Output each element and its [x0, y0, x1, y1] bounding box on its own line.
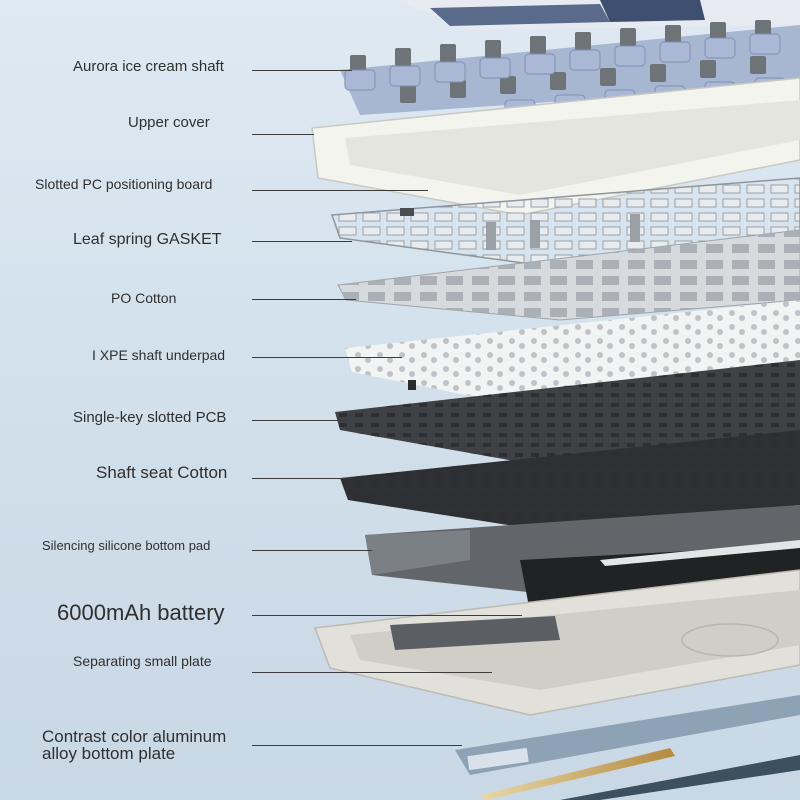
label-battery: 6000mAh battery — [57, 600, 225, 625]
leader-upper-cover — [252, 134, 314, 135]
leader-po-cotton — [252, 299, 356, 300]
seat-cotton-layer — [340, 430, 800, 530]
label-pcb: Single-key slotted PCB — [73, 409, 227, 426]
label-gasket: Leaf spring GASKET — [73, 231, 222, 248]
label-aluminum-line1: Contrast color aluminum — [42, 727, 227, 746]
keycaps-layer — [395, 0, 800, 30]
leader-pc-board — [252, 190, 428, 191]
leader-switch — [252, 70, 352, 71]
aluminum-plate-layer — [455, 695, 800, 800]
gasket-layer — [400, 208, 640, 250]
leader-aluminum — [252, 745, 462, 746]
label-seat-cotton: Shaft seat Cotton — [96, 463, 228, 482]
label-upper-cover: Upper cover — [128, 114, 210, 131]
leader-silicone — [252, 550, 372, 551]
label-switch: Aurora ice cream shaft — [73, 58, 224, 75]
label-pc-board: Slotted PC positioning board — [35, 176, 213, 192]
label-ixpe: I XPE shaft underpad — [92, 347, 226, 363]
leader-pcb — [252, 420, 347, 421]
leader-gasket — [252, 241, 352, 242]
leader-small-plate — [252, 672, 492, 673]
label-silicone: Silencing silicone bottom pad — [42, 538, 211, 553]
label-aluminum-line2: alloy bottom plate — [42, 744, 176, 763]
leader-ixpe — [252, 357, 402, 358]
label-po-cotton: PO Cotton — [111, 290, 177, 306]
leader-seat-cotton — [252, 478, 352, 479]
label-small-plate: Separating small plate — [73, 653, 212, 669]
upper-cover-layer — [311, 77, 800, 216]
bottom-case-layer — [313, 569, 800, 716]
plate-layer — [337, 229, 800, 321]
leader-battery — [252, 615, 522, 616]
